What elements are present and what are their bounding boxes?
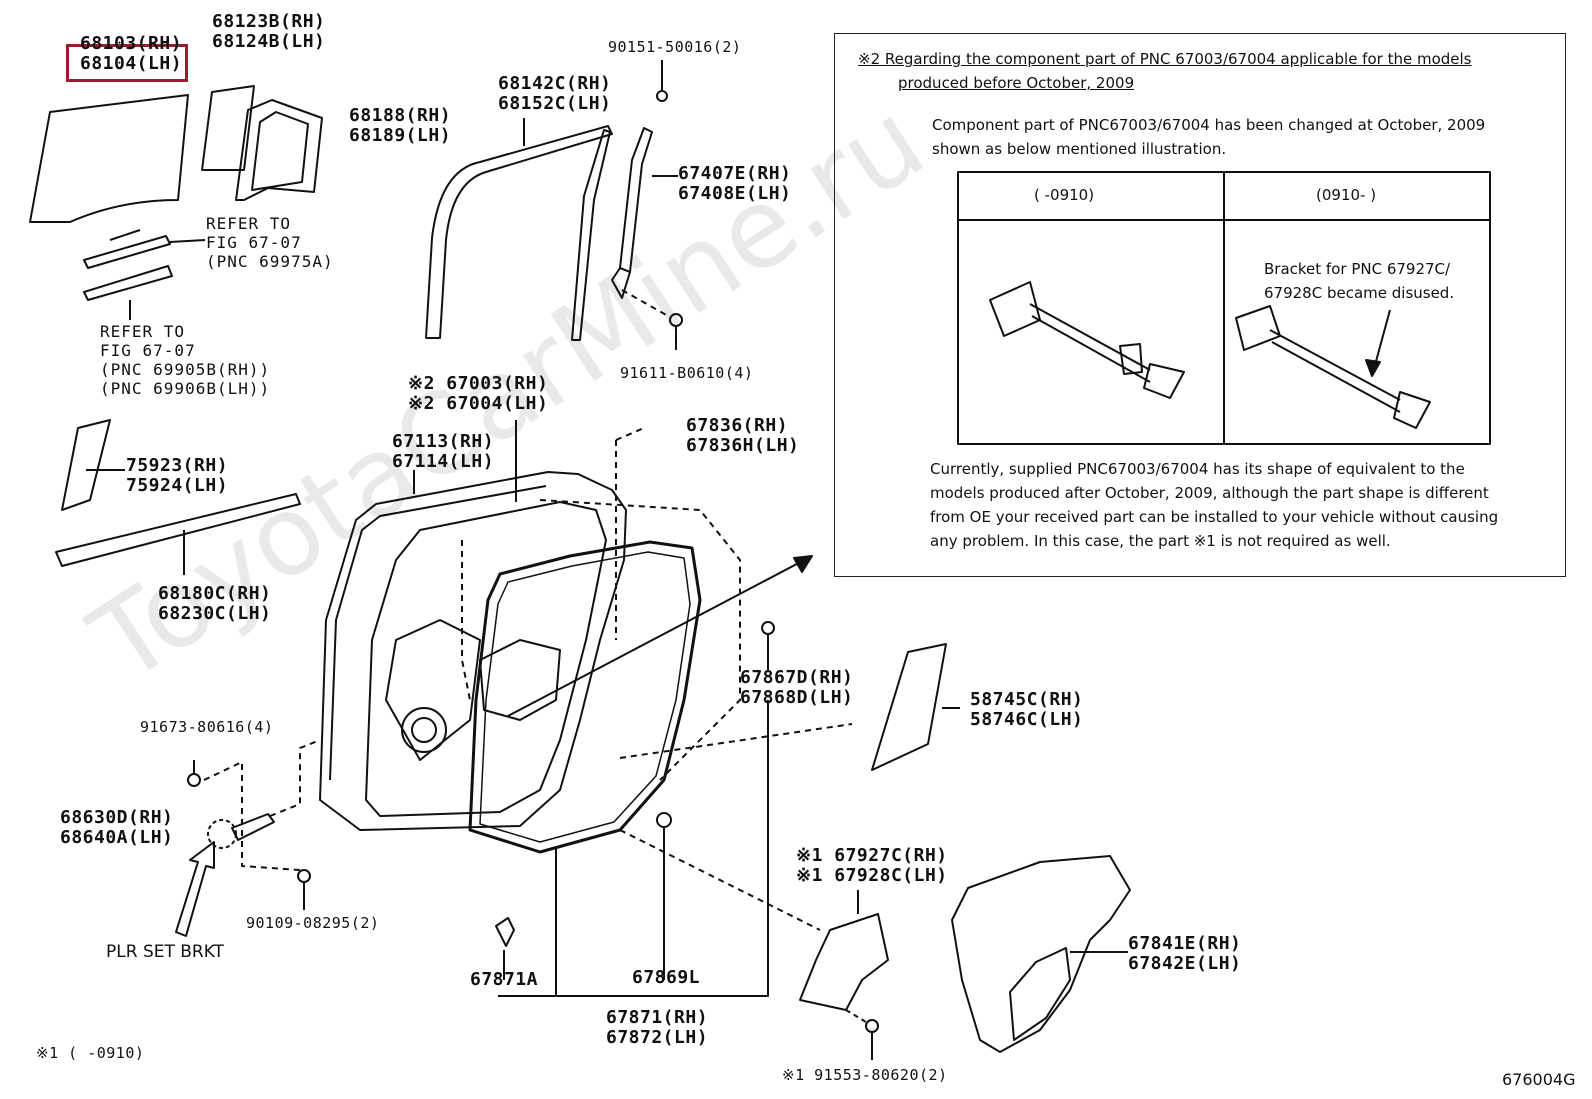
label-67836[interactable]: 67836(RH)67836H(LH) bbox=[686, 415, 800, 456]
label-68103[interactable]: 68103(RH)68104(LH) bbox=[80, 33, 183, 74]
glass-seal bbox=[201, 85, 255, 171]
note-body-2: models produced after October, 2009, alt… bbox=[930, 484, 1489, 502]
label-67927c[interactable]: ※1 67927C(RH)※1 67928C(LH) bbox=[796, 845, 948, 886]
division-bar bbox=[619, 127, 653, 273]
label-90151[interactable]: 90151-50016(2) bbox=[608, 38, 742, 56]
note-bracket-1: Bracket for PNC 67927C/ bbox=[1264, 260, 1451, 278]
label-67867d[interactable]: 67867D(RH)67868D(LH) bbox=[740, 667, 854, 708]
label-67871a[interactable]: 67871A bbox=[470, 969, 539, 990]
note-box bbox=[834, 33, 1566, 577]
note-intro-1: Component part of PNC67003/67004 has bee… bbox=[932, 116, 1486, 134]
label-68123b[interactable]: 68123B(RH)68124B(LH) bbox=[212, 11, 326, 52]
run-channel bbox=[425, 125, 613, 339]
note-body-3: from OE your received part can be instal… bbox=[930, 508, 1499, 526]
label-67113[interactable]: 67113(RH)67114(LH) bbox=[392, 431, 495, 472]
door-shell bbox=[319, 471, 627, 831]
belt-strip-lower bbox=[83, 265, 173, 301]
glass-run-frame bbox=[235, 99, 323, 201]
label-75923[interactable]: 75923(RH)75924(LH) bbox=[126, 455, 229, 496]
note-heading-2: produced before October, 2009 bbox=[898, 74, 1135, 92]
label-58745c[interactable]: 58745C(RH)58746C(LH) bbox=[970, 689, 1084, 730]
label-67871[interactable]: 67871(RH)67872(LH) bbox=[606, 1007, 709, 1048]
label-67841e[interactable]: 67841E(RH)67842E(LH) bbox=[1128, 933, 1242, 974]
label-91673[interactable]: 91673-80616(4) bbox=[140, 718, 274, 736]
label-68142c[interactable]: 68142C(RH)68152C(LH) bbox=[498, 73, 612, 114]
label-68180c[interactable]: 68180C(RH)68230C(LH) bbox=[158, 583, 272, 624]
belt-strip-upper bbox=[83, 235, 171, 269]
note-body-1: Currently, supplied PNC67003/67004 has i… bbox=[930, 460, 1465, 478]
label-67407e[interactable]: 67407E(RH)67408E(LH) bbox=[678, 163, 792, 204]
note-intro-2: shown as below mentioned illustration. bbox=[932, 140, 1227, 158]
quarter-glass bbox=[29, 94, 189, 223]
label-68630d[interactable]: 68630D(RH)68640A(LH) bbox=[60, 807, 174, 848]
label-67869l[interactable]: 67869L bbox=[632, 967, 701, 988]
label-68188[interactable]: 68188(RH)68189(LH) bbox=[349, 105, 452, 146]
service-hole-cover bbox=[951, 855, 1131, 1053]
pillar-garnish bbox=[61, 419, 111, 511]
door-garnish bbox=[871, 643, 947, 771]
label-90109[interactable]: 90109-08295(2) bbox=[246, 914, 380, 932]
note-col-right: (0910- ) bbox=[1316, 186, 1377, 204]
note-heading-1: ※2 Regarding the component part of PNC 6… bbox=[858, 50, 1472, 68]
label-67003[interactable]: ※2 67003(RH)※2 67004(LH) bbox=[408, 373, 549, 414]
label-91611[interactable]: 91611-B0610(4) bbox=[620, 364, 754, 382]
figure-code: 676004G bbox=[1502, 1070, 1576, 1089]
highlight-box bbox=[66, 44, 188, 82]
note-bracket-2: 67928C became disused. bbox=[1264, 284, 1455, 302]
door-bracket bbox=[799, 913, 889, 1011]
label-91553[interactable]: ※1 91553-80620(2) bbox=[782, 1066, 948, 1084]
plr-set-brkt-label: PLR SET BRKT bbox=[106, 942, 224, 962]
belt-moulding bbox=[55, 493, 301, 567]
footnote: ※1 ( -0910) bbox=[36, 1044, 145, 1062]
note-body-4: any problem. In this case, the part ※1 i… bbox=[930, 532, 1391, 550]
note-col-left: ( -0910) bbox=[1034, 186, 1095, 204]
